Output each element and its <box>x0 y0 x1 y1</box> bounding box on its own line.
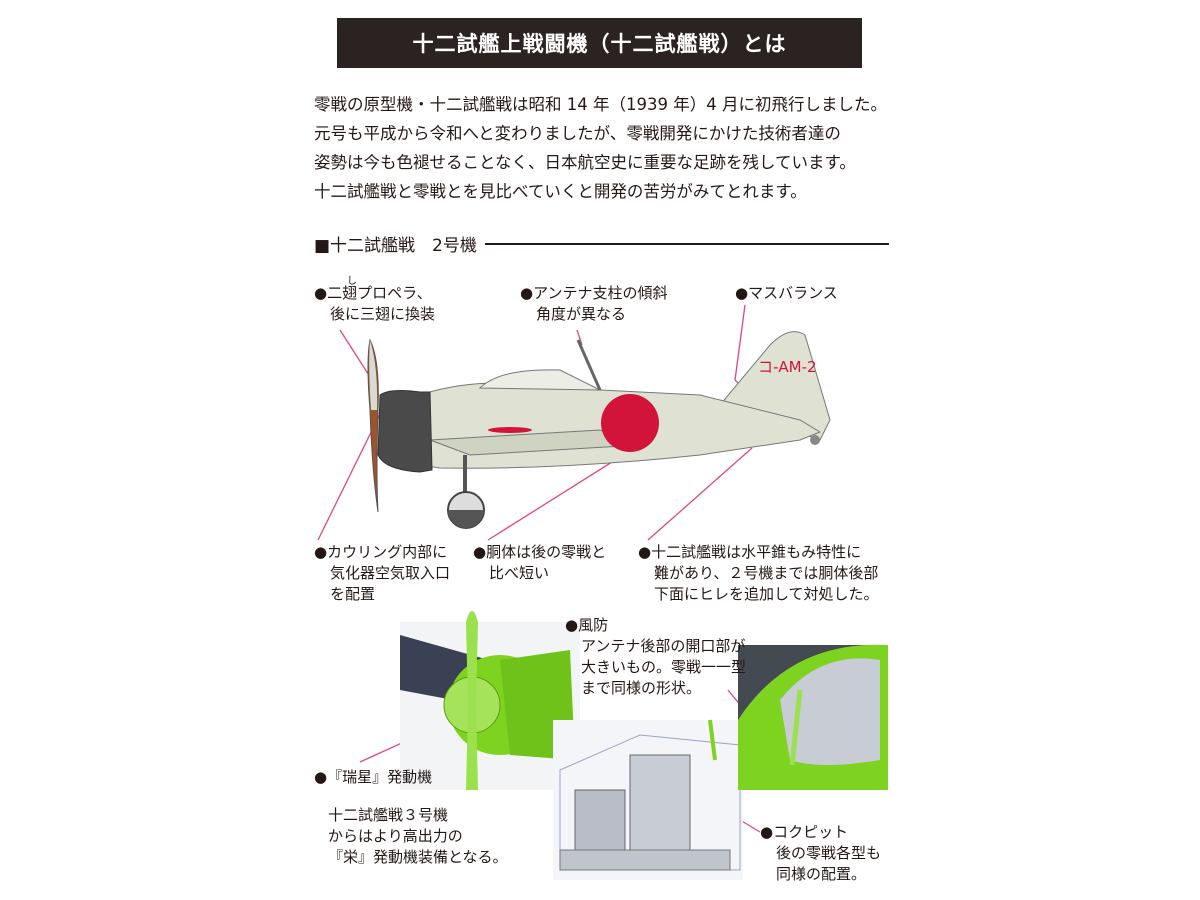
intro-line: 十二試艦戦と零戦とを見比べていくと開発の苦労がみてとれます。 <box>314 182 807 201</box>
intro-text: 零戦の原型機・十二試艦戦は昭和 14 年（1939 年）4 月に初飛行しました。… <box>314 90 894 206</box>
callout-line: 十二試艦戦３号機 <box>328 806 449 824</box>
callout-line: ●アンテナ支柱の傾斜 <box>520 284 668 302</box>
section-title: ■十二試艦戦 2号機 <box>314 236 477 256</box>
callout-line: ●コクピット <box>760 823 849 841</box>
callout-line: 角度が異なる <box>536 305 627 323</box>
callout-windshield: ●風防 アンテナ後部の開口部が 大きいもの。零戦一一型 まで同様の形状。 <box>565 615 746 699</box>
engine-render <box>400 611 580 790</box>
callout-line: 気化器空気取入口 <box>330 564 451 582</box>
callout-line: ●胴体は後の零戦と <box>473 543 607 561</box>
callout-line: ●マスバランス <box>735 284 838 302</box>
ruby-text: し <box>347 276 357 287</box>
callout-line: からはより高出力の <box>328 827 463 845</box>
callout-cockpit: ●コクピット 後の零戦各型も 同様の配置。 <box>760 822 881 885</box>
callout-fuselage: ●胴体は後の零戦と 比べ短い <box>473 542 606 584</box>
callout-line: 同様の配置。 <box>776 865 867 883</box>
callout-line: 『栄』発動機装備となる。 <box>328 848 508 866</box>
callout-line: ●風防 <box>565 616 609 634</box>
callout-line: ●十二試艦戦は水平錐もみ特性に <box>638 543 862 561</box>
callout-line: 比べ短い <box>489 564 550 582</box>
intro-line: 零戦の原型機・十二試艦戦は昭和 14 年（1939 年）4 月に初飛行しました。 <box>314 95 887 114</box>
callout-antenna: ●アンテナ支柱の傾斜 角度が異なる <box>520 283 668 325</box>
callout-line: まで同様の形状。 <box>581 679 702 697</box>
callout-line: 下面にヒレを追加して対処した。 <box>654 585 879 603</box>
engine-note: 十二試艦戦３号機 からはより高出力の 『栄』発動機装備となる。 <box>328 805 508 868</box>
section-heading: ■十二試艦戦 2号機 <box>314 231 889 256</box>
callout-line: 後に三翅に換装 <box>330 305 436 323</box>
callout-fin: ●十二試艦戦は水平錐もみ特性に 難があり、２号機までは胴体後部 下面にヒレを追加… <box>638 542 879 605</box>
callout-mass-balance: ●マスバランス <box>735 283 838 304</box>
callout-line: 大きいもの。零戦一一型 <box>581 658 747 676</box>
callout-cowling: ●カウリング内部に 気化器空気取入口 を配置 <box>314 542 450 605</box>
callout-engine: ●『瑞星』発動機 <box>314 767 432 788</box>
callout-line: アンテナ後部の開口部が <box>581 637 746 655</box>
callout-line: ●『瑞星』発動機 <box>314 768 433 786</box>
callout-propeller: し ●二翅プロペラ、 後に三翅に換装 <box>314 276 436 325</box>
callout-line: ●カウリング内部に <box>314 543 448 561</box>
section-rule <box>484 242 889 245</box>
callout-line: ●二翅プロペラ、 <box>314 284 432 302</box>
windshield-render <box>738 644 888 790</box>
intro-line: 元号も平成から令和へと変わりましたが、零戦開発にかけた技術者達の <box>314 124 841 143</box>
hinomaru <box>601 394 659 452</box>
intro-line: 姿勢は今も色褪せることなく、日本航空史に重要な足跡を残しています。 <box>314 153 856 172</box>
page-title: 十二試艦上戦闘機（十二試艦戦）とは <box>337 18 862 68</box>
aircraft-marking: コ-AM-2 <box>758 358 817 376</box>
cockpit-render <box>553 719 743 880</box>
callout-line: 難があり、２号機までは胴体後部 <box>654 564 879 582</box>
callout-line: 後の零戦各型も <box>776 844 882 862</box>
callout-line: を配置 <box>330 585 376 603</box>
